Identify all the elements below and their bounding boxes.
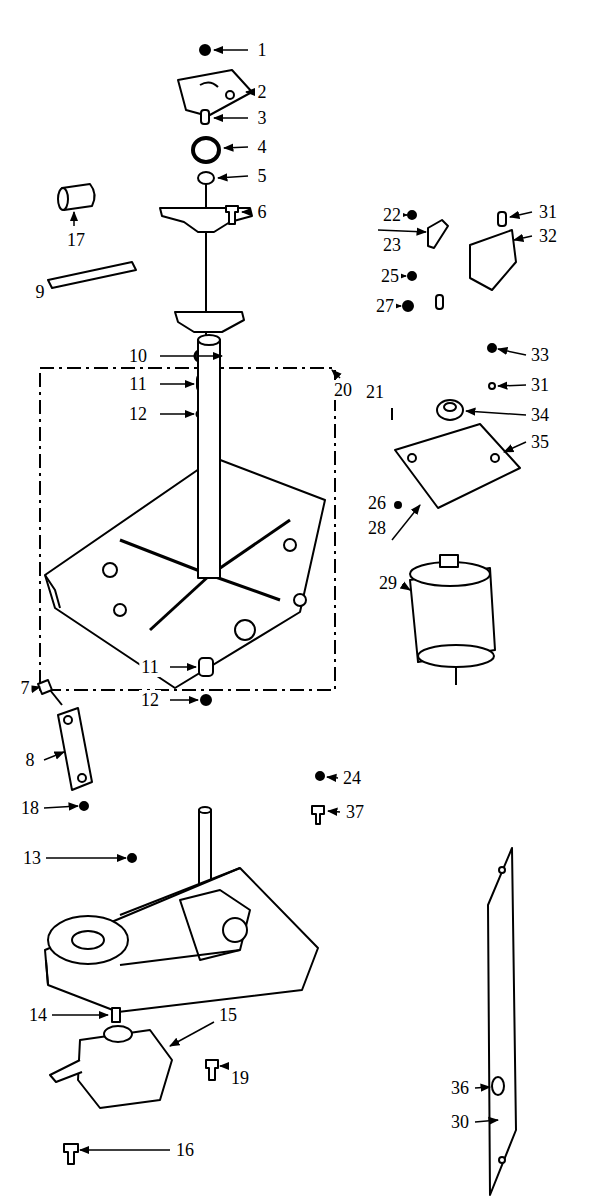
callout-number: 34: [529, 405, 551, 425]
callout-number: 21: [364, 382, 386, 402]
callout-number: 3: [256, 108, 269, 128]
callout-number: 31: [537, 202, 559, 222]
callout-number: 13: [21, 848, 43, 868]
callout-number: 28: [366, 518, 388, 538]
callout-number: 1: [256, 40, 269, 60]
callout-number: 25: [379, 266, 401, 286]
callout-number: 33: [529, 345, 551, 365]
callout-number: 14: [27, 1005, 49, 1025]
callout-number: 29: [377, 573, 399, 593]
callout-number: 20: [332, 380, 354, 400]
callout-number: 12: [127, 404, 149, 424]
callout-number: 2: [256, 82, 269, 102]
callout-number: 22: [381, 205, 403, 225]
callout-number: 12: [139, 690, 161, 710]
callout-number: 15: [217, 1005, 239, 1025]
callout-number: 5: [256, 166, 269, 186]
callout-number: 10: [127, 346, 149, 366]
callout-number: 36: [449, 1078, 471, 1098]
callout-number: 31: [529, 375, 551, 395]
callout-number: 26: [366, 493, 388, 513]
callout-number: 19: [229, 1068, 251, 1088]
callout-number: 11: [139, 657, 160, 677]
callout-number: 8: [24, 750, 37, 770]
callout-number: 16: [174, 1140, 196, 1160]
callout-number: 9: [34, 282, 47, 302]
callout-number: 30: [449, 1112, 471, 1132]
callout-number: 35: [529, 432, 551, 452]
callout-number: 11: [127, 374, 148, 394]
callout-number: 4: [256, 137, 269, 157]
callout-number: 17: [65, 230, 87, 250]
callout-number: 23: [381, 235, 403, 255]
callout-number: 6: [256, 202, 269, 222]
callout-number: 7: [19, 678, 32, 698]
callout-number: 32: [537, 226, 559, 246]
callout-number: 24: [341, 768, 363, 788]
callout-number: 27: [374, 296, 396, 316]
callout-number: 37: [344, 802, 366, 822]
callout-number: 18: [19, 798, 41, 818]
